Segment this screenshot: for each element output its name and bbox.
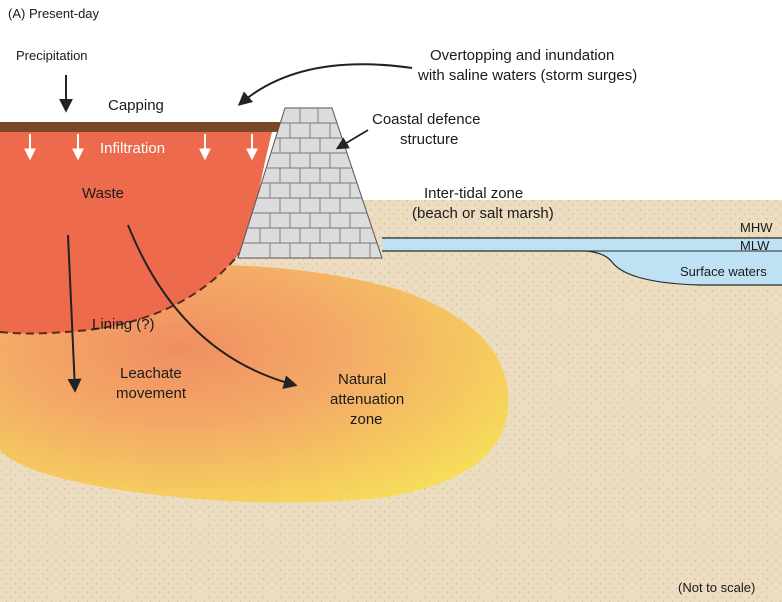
- lining-dashed-line: [0, 239, 251, 335]
- defence-pointer-arrow: [335, 129, 369, 150]
- waste-body: [0, 132, 272, 334]
- leachate-arrow-curved: [127, 224, 298, 389]
- surface-waters: [382, 238, 782, 285]
- intertidal-label-line2: (beach or salt marsh): [412, 205, 554, 222]
- intertidal-label-line1: Inter-tidal zone: [424, 185, 523, 202]
- overtopping-label-line2: with saline waters (storm surges): [417, 67, 637, 84]
- surface-waters-label: Surface waters: [680, 264, 767, 279]
- precipitation-label: Precipitation: [16, 48, 88, 63]
- leachate-label-line1: Leachate: [120, 365, 182, 382]
- leachate-arrow-vertical: [67, 234, 82, 393]
- natural-label-line3: zone: [350, 411, 383, 428]
- infiltration-arrows: [24, 134, 258, 161]
- overtopping-label-line1: Overtopping and inundation: [430, 47, 614, 64]
- waste-label: Waste: [82, 185, 124, 202]
- natural-label-line2: attenuation: [330, 391, 404, 408]
- natural-attenuation-plume: [0, 264, 509, 503]
- mlw-label: MLW: [740, 238, 770, 253]
- capping-layer: [0, 122, 282, 132]
- panel-title: (A) Present-day: [8, 6, 100, 21]
- defence-label-line2: structure: [400, 131, 458, 148]
- not-to-scale-label: (Not to scale): [678, 580, 755, 595]
- capping-label: Capping: [108, 97, 164, 114]
- leachate-label-line2: movement: [116, 385, 187, 402]
- defence-label-line1: Coastal defence: [372, 111, 480, 128]
- intertidal-profile: [382, 250, 782, 286]
- overtopping-arrow: [237, 63, 413, 106]
- natural-label-line1: Natural: [338, 371, 386, 388]
- infiltration-label: Infiltration: [100, 140, 165, 157]
- lining-label: Lining (?): [92, 316, 155, 333]
- mhw-label: MHW: [740, 220, 773, 235]
